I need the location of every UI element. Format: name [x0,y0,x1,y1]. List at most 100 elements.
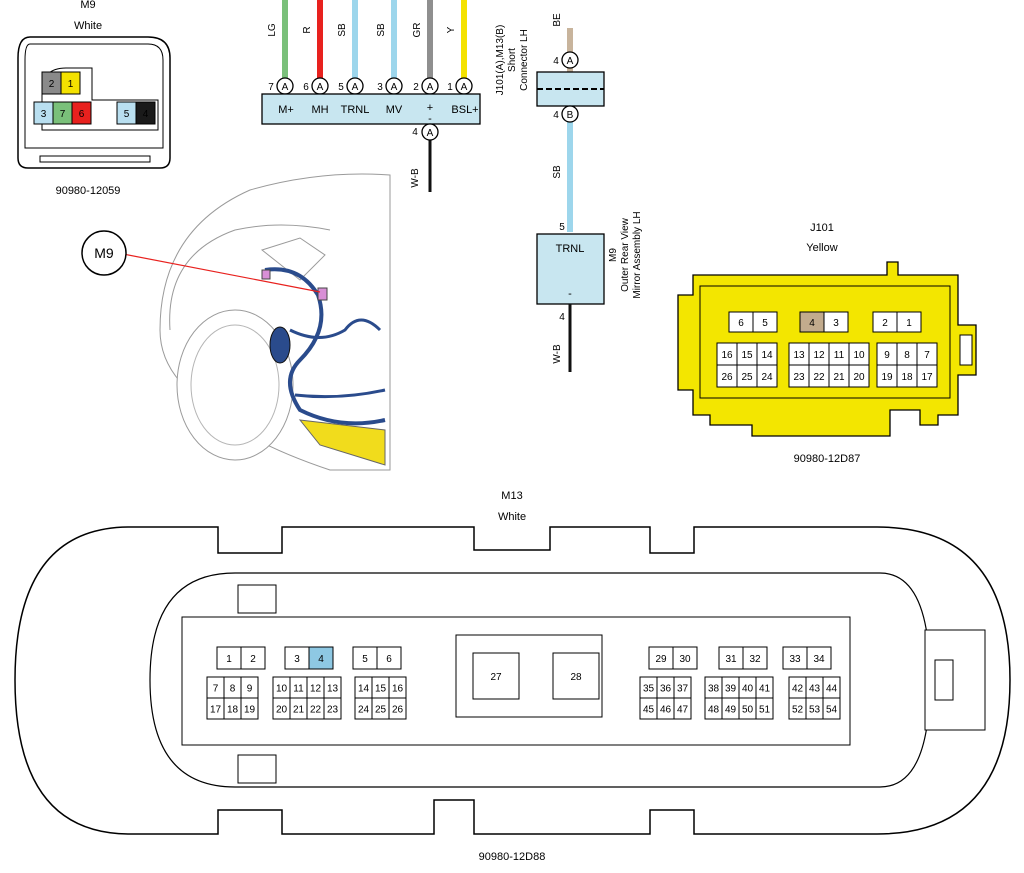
m13-pin-7: 7 [206,676,225,699]
m13-pin-8-label: 8 [230,684,236,695]
m9-callout-circle [81,230,127,276]
mirror-trnl-label: TRNL [556,243,585,255]
m13-pin-5-label: 5 [362,654,368,665]
m13-pin-48-label: 48 [708,705,720,716]
short-connector-label-1: J101(A),M13(B) [495,25,506,96]
m13-pin-48: 48 [704,697,723,720]
j101-pin-22: 22 [808,364,830,388]
wire-conn-2: A [352,82,359,93]
mirror-name-3: Mirror Assembly LH [632,211,643,298]
wire-harness [264,267,386,426]
m13-pin-40: 40 [738,676,757,699]
wire-color-label-1: R [302,26,313,33]
m13-pin-16-label: 16 [392,684,404,695]
j101-pin-5: 5 [752,311,778,333]
be-wire-label: BE [552,13,563,27]
m13-pin-23: 23 [323,697,342,720]
m9-pin-4-label: 4 [143,109,149,120]
m9-pin-7: 7 [52,101,73,125]
m13-pin-field [181,616,851,746]
m9-pin-4: 4 [135,101,156,125]
m13-pin-26-label: 26 [392,705,404,716]
m13-pin-32: 32 [742,646,768,670]
j101-pin-19: 19 [876,364,898,388]
j101-pin-3: 3 [823,311,849,333]
sb-wire-label: SB [552,165,563,179]
m9-inner-outline [24,43,164,149]
j101-pin-3-cell [823,311,849,333]
m13-pin-22: 22 [306,697,325,720]
m9-pin-6-cell [71,101,92,125]
m13-pin-4-label: 4 [318,654,324,665]
m13-pin-33: 33 [782,646,808,670]
m9-pin-5: 5 [116,101,137,125]
m13-pin-25: 25 [371,697,390,720]
mirror-ground-color: W-B [552,344,563,364]
m13-pin-14: 14 [354,676,373,699]
m9-pin-5-label: 5 [124,109,130,120]
m13-pin-19-cell [240,697,259,720]
m13-big-pin-area [455,634,603,718]
wire-conn-1: A [317,82,324,93]
m13-pin-53-label: 53 [809,705,821,716]
m13-pin-2-cell [240,646,266,670]
m13-pin-35-label: 35 [643,684,655,695]
m13-pin-51: 51 [755,697,774,720]
j101-pin-15: 15 [736,342,758,366]
wire-pin-number-4: 2 [413,82,419,93]
m13-pin-32-cell [742,646,768,670]
j101-pin-6: 6 [728,311,754,333]
j101-pin-12-label: 12 [813,350,825,361]
m13-side-lock-inner [934,659,954,701]
m13-pin-36: 36 [656,676,675,699]
m13-pin-21: 21 [289,697,308,720]
m13-pin-30: 30 [672,646,698,670]
vehicle-locator: M9 [81,173,391,471]
j101-pin-14: 14 [756,342,778,366]
m13-pin-29: 29 [648,646,674,670]
m13-pin-29-label: 29 [655,654,667,665]
m13-pin-6-cell [376,646,402,670]
mirror-name-2: Outer Rear View [620,217,631,292]
m13-pin-13: 13 [323,676,342,699]
m13-pin-24-label: 24 [358,705,370,716]
m13-pin-15: 15 [371,676,390,699]
wire-color-label-0: LG [267,23,278,37]
short-bottom-pin-circle [561,105,579,123]
ground-wire-color: W-B [410,168,421,188]
j101-pin-21-label: 21 [833,372,845,383]
mirror-assembly-box: 5 TRNL - 4 W-B M9 Outer Rear View Mirror… [536,211,643,372]
ground-conn-letter: A [427,128,434,139]
m13-pin-33-label: 33 [789,654,801,665]
j101-pin-1-label: 1 [906,318,912,329]
j101-pin-20: 20 [848,364,870,388]
j101-pin-8-label: 8 [904,350,910,361]
j101-pin-21: 21 [828,364,850,388]
j101-pin-7: 7 [916,342,938,366]
m13-pin-54-label: 54 [826,705,838,716]
m13-pin-18-label: 18 [227,705,239,716]
m13-code: M13 [501,490,522,502]
wire-pin-number-2: 5 [338,82,344,93]
m9-pin-4-cell [135,101,156,125]
m13-pin-10: 10 [272,676,291,699]
j101-pin-13: 13 [788,342,810,366]
short-bottom-pin: 4 [553,110,559,121]
mirror-minus-label: - [568,288,572,300]
wire-conn-0: A [282,82,289,93]
m13-pin-39-label: 39 [725,684,737,695]
j101-pin-9-label: 9 [884,350,890,361]
m13-pin-28: 28 [552,652,600,700]
wire-conn-3: A [391,82,398,93]
m13-pin-49: 49 [721,697,740,720]
m13-pin-3-label: 3 [294,654,300,665]
j101-pin-11-label: 11 [834,350,845,361]
m13-pin-25-label: 25 [375,705,387,716]
m13-pin-2-label: 2 [250,654,256,665]
m13-pin-44-label: 44 [826,684,838,695]
